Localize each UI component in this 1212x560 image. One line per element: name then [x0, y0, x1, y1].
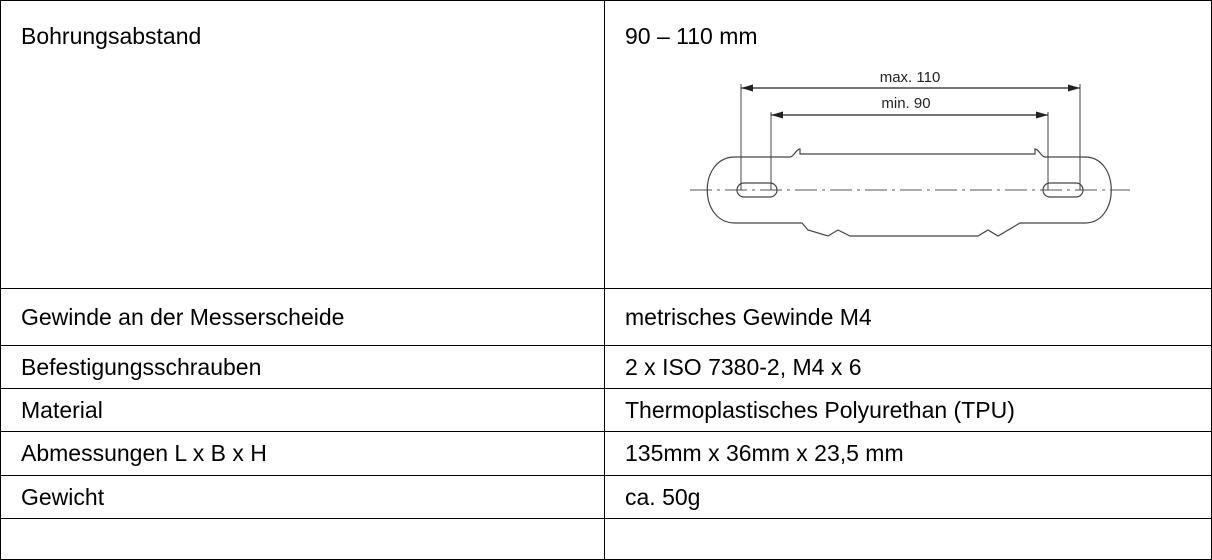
arrowhead	[771, 111, 783, 119]
min-dimension-label: min. 90	[881, 95, 930, 112]
max-dimension-label: max. 110	[880, 69, 941, 86]
table-cell-label: Bohrungsabstand	[21, 23, 202, 49]
table-cell-value: 90 – 110 mm	[625, 23, 758, 49]
table-border-left	[0, 0, 1, 560]
row-divider	[0, 431, 1212, 432]
row-divider	[0, 345, 1212, 346]
table-cell-label: Gewicht	[21, 484, 105, 510]
row-divider	[0, 518, 1212, 519]
arrowhead	[1036, 111, 1048, 119]
column-divider	[604, 0, 605, 560]
table-cell-value: metrisches Gewinde M4	[625, 304, 872, 330]
mounting-slot-left	[736, 182, 778, 198]
row-divider	[0, 388, 1212, 389]
table-cell-value: Thermoplastisches Polyurethan (TPU)	[625, 397, 1015, 423]
arrowhead	[1068, 84, 1080, 92]
table-cell-value: 2 x ISO 7380-2, M4 x 6	[625, 354, 862, 380]
mount-plate-outline	[706, 148, 1112, 237]
table-cell-label: Material	[21, 397, 103, 423]
table-border-top	[0, 0, 1212, 1]
row-divider	[0, 475, 1212, 476]
table-cell-label: Befestigungsschrauben	[21, 354, 262, 380]
table-cell-value: ca. 50g	[625, 484, 701, 510]
table-cell-value: 135mm x 36mm x 23,5 mm	[625, 440, 904, 466]
hole-spacing-drawing: max. 110 min. 90	[690, 69, 1130, 237]
table-cell-label: Abmessungen L x B x H	[21, 440, 267, 466]
arrowhead	[741, 84, 753, 92]
table-cell-label: Gewinde an der Messerscheide	[21, 304, 345, 330]
row-divider	[0, 288, 1212, 289]
mounting-slot-right	[1042, 182, 1084, 198]
